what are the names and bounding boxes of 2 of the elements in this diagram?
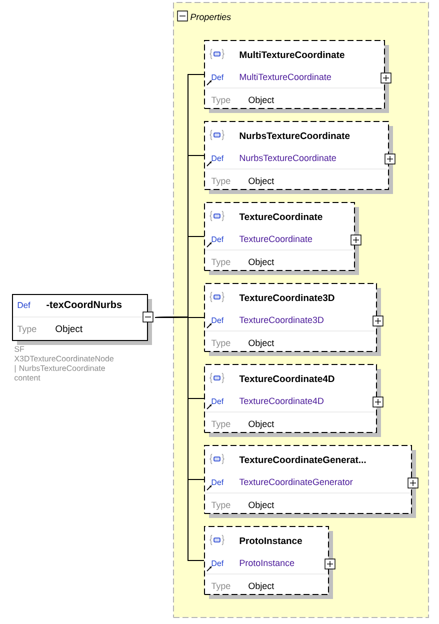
group-label: Properties [190, 14, 231, 22]
connector-line [154, 316, 204, 561]
